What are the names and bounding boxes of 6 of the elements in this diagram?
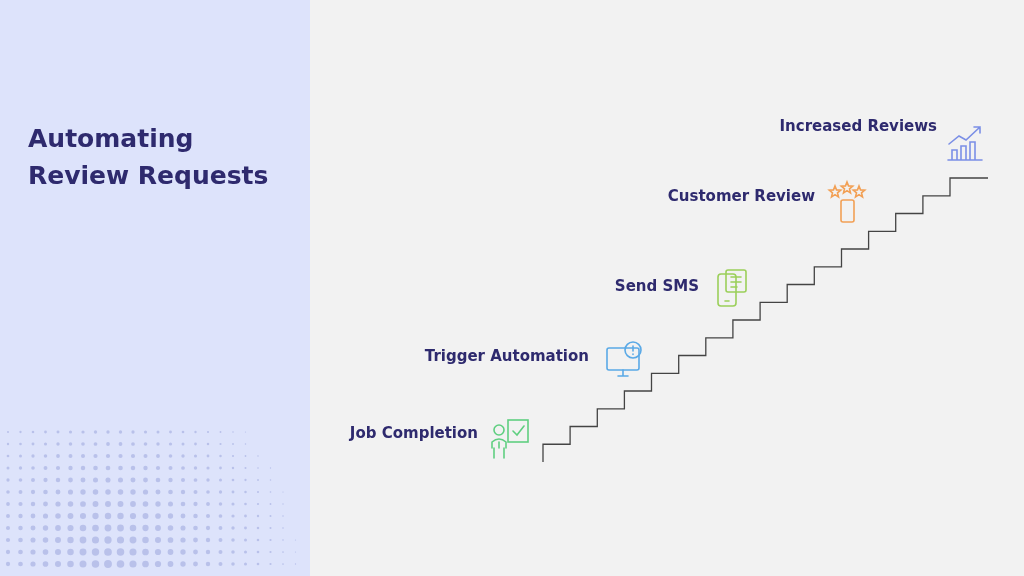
step-label: Trigger Automation [424,347,589,365]
step-label: Send SMS [614,277,699,295]
step-label: Customer Review [667,187,815,205]
step-label: Increased Reviews [779,117,937,135]
step-label: Job Completion [349,424,478,442]
title: Automating Review Requests [28,123,270,192]
